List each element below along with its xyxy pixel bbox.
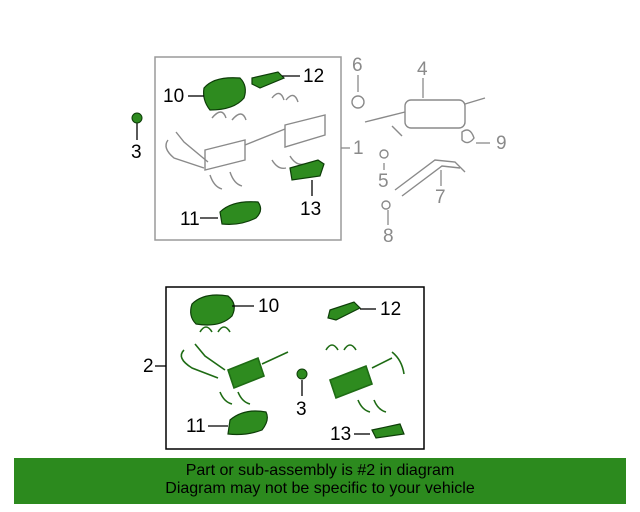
callout-7: 7 — [435, 187, 446, 208]
callout-10-upper: 10 — [163, 86, 185, 107]
upper-heat-shields — [203, 71, 325, 225]
lower-nut — [296, 368, 308, 380]
notice-line-2: Diagram may not be specific to your vehi… — [165, 480, 475, 497]
callout-11-lower: 11 — [186, 416, 206, 437]
lower-converter-pipes — [180, 326, 405, 413]
callout-1: 1 — [353, 138, 364, 159]
callout-2: 2 — [143, 356, 154, 377]
callout-5: 5 — [378, 171, 389, 192]
upper-leader-lines — [136, 75, 313, 219]
callout-6: 6 — [352, 55, 363, 76]
callout-13-lower: 13 — [330, 424, 352, 445]
callout-11-upper: 11 — [180, 209, 200, 230]
lower-leader-lines — [155, 305, 376, 435]
callout-3-lower: 3 — [296, 399, 307, 420]
upper-nut — [131, 112, 143, 124]
callout-12-lower: 12 — [380, 299, 402, 320]
lower-assembly-frame — [165, 286, 425, 450]
callout-3-upper: 3 — [131, 142, 142, 163]
muffler-assembly — [351, 95, 486, 210]
callout-13-upper: 13 — [300, 199, 322, 220]
callout-12-upper: 12 — [303, 66, 325, 87]
gray-leader-lines — [341, 75, 490, 225]
notice-line-1: Part or sub-assembly is #2 in diagram — [185, 462, 455, 479]
callout-4: 4 — [417, 59, 428, 80]
lower-heat-shields — [190, 294, 405, 439]
notice-banner: Part or sub-assembly is #2 in diagram Di… — [14, 458, 626, 504]
callout-9: 9 — [496, 133, 507, 154]
callout-8: 8 — [383, 226, 394, 247]
callout-10-lower: 10 — [258, 296, 280, 317]
upper-converter-pipe — [165, 92, 326, 190]
